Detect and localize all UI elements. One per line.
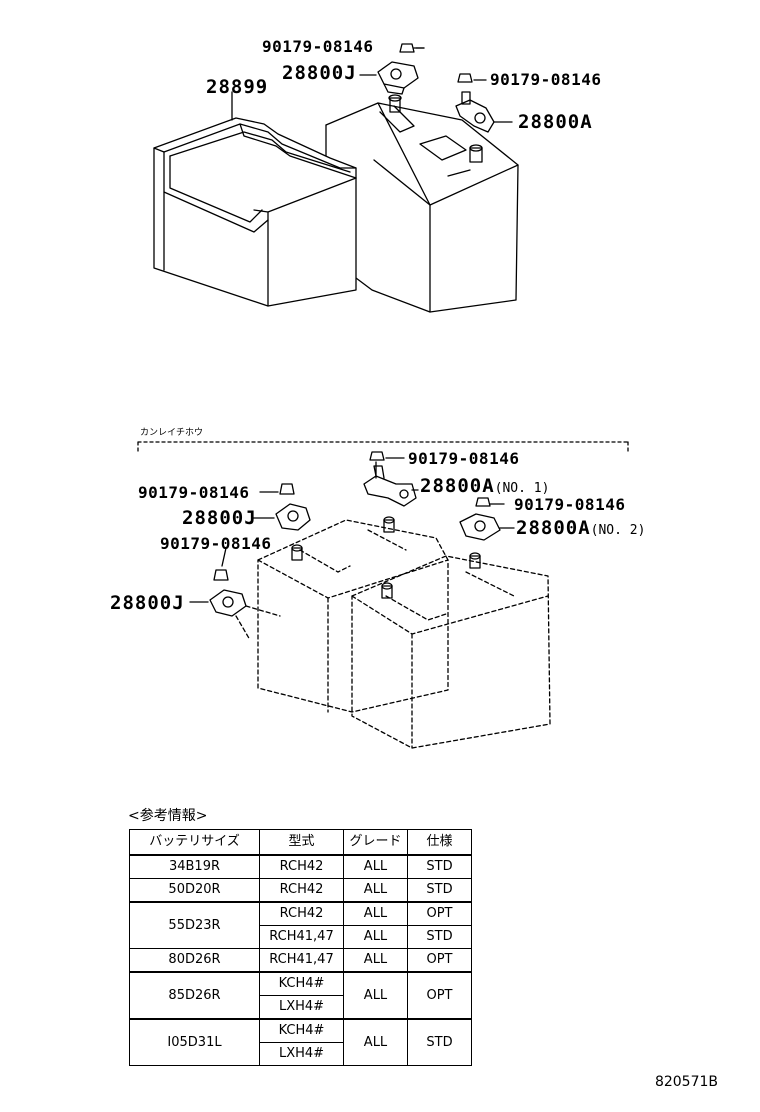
cell-spec: OPT — [407, 971, 472, 1020]
cell-size: 34B19R — [129, 854, 260, 879]
label-cold-nut-right: 90179-08146 — [514, 495, 626, 514]
cold-clamp-a2-number: 28800A — [516, 517, 591, 539]
section-caption-cold-region: カンレイチホウ — [140, 428, 204, 438]
cold-nut-top — [369, 451, 385, 479]
label-cold-clamp-j-lower: 28800J — [110, 592, 185, 614]
label-clamp-28800j-top: 28800J — [282, 62, 357, 84]
cell-grade: ALL — [343, 1018, 408, 1066]
cell-grade: ALL — [343, 901, 408, 926]
cold-clamp-j-lower — [209, 589, 247, 617]
label-clamp-28800a-top: 28800A — [518, 111, 593, 133]
cell-model: KCH4# — [259, 971, 344, 996]
cell-spec: STD — [407, 925, 472, 949]
cell-grade: ALL — [343, 854, 408, 879]
cell-spec: STD — [407, 878, 472, 903]
cell-model: RCH42 — [259, 854, 344, 879]
label-tray-28899: 28899 — [206, 76, 269, 98]
cell-model: RCH42 — [259, 901, 344, 926]
label-cold-nut-top: 90179-08146 — [408, 449, 520, 468]
cell-size: I05D31L — [129, 1018, 260, 1066]
battery-top — [325, 94, 519, 313]
cell-model: RCH41,47 — [259, 948, 344, 973]
cell-spec: OPT — [407, 901, 472, 926]
cell-spec: STD — [407, 854, 472, 879]
battery-tray — [153, 117, 357, 307]
cold-clamp-a1 — [363, 465, 417, 507]
diagram-id: 820571B — [654, 1074, 718, 1090]
label-nut-top-right: 90179-08146 — [490, 70, 602, 89]
cell-spec: OPT — [407, 948, 472, 973]
cell-grade: ALL — [343, 925, 408, 949]
table-row: 55D23R RCH42 ALL OPT — [129, 901, 472, 949]
cold-clamp-a2 — [459, 513, 501, 541]
battery-cold-right — [351, 555, 551, 749]
header-model: 型式 — [259, 829, 344, 856]
cold-clamp-a1-note: (NO. 1) — [494, 481, 550, 496]
header-spec: 仕様 — [407, 829, 472, 856]
cell-grade: ALL — [343, 948, 408, 973]
cold-nut-lower-left — [213, 569, 229, 581]
header-grade: グレード — [343, 829, 408, 856]
cell-model: LXH4# — [259, 995, 344, 1020]
table-row: 85D26R KCH4# ALL OPT — [129, 971, 472, 1020]
table-row: LXH4# — [130, 995, 472, 1020]
cell-spec: STD — [407, 1018, 472, 1066]
label-cold-clamp-a2: 28800A(NO. 2) — [516, 519, 645, 540]
cold-clamp-a1-number: 28800A — [420, 475, 495, 497]
clamp-28800j-top — [377, 43, 419, 95]
cell-model: LXH4# — [259, 1042, 344, 1066]
cold-clamp-a2-note: (NO. 2) — [590, 523, 646, 538]
label-cold-clamp-a1: 28800A(NO. 1) — [420, 477, 549, 498]
table-header-row: バッテリサイズ 型式 グレード 仕様 — [129, 829, 472, 856]
clamp-28800a-top — [455, 73, 495, 133]
cell-model: RCH42 — [259, 878, 344, 903]
cold-nut-right — [475, 497, 491, 507]
table-row: 50D20R RCH42 ALL STD — [129, 878, 472, 903]
cell-grade: ALL — [343, 878, 408, 903]
battery-cold-left — [257, 519, 449, 713]
cell-model: RCH41,47 — [259, 925, 344, 949]
table-row: 80D26R RCH41,47 ALL OPT — [129, 948, 472, 973]
cold-clamp-j-upper — [275, 503, 311, 531]
label-cold-clamp-j-upper: 28800J — [182, 507, 257, 529]
cell-size: 55D23R — [129, 901, 260, 949]
label-cold-nut-left: 90179-08146 — [138, 483, 250, 502]
cold-terminals — [291, 516, 481, 599]
table-row: LXH4# — [130, 1042, 472, 1066]
reference-title: <参考情報> — [128, 808, 208, 824]
cell-grade: ALL — [343, 971, 408, 1020]
table-row: 34B19R RCH42 ALL STD — [129, 854, 472, 879]
header-battery-size: バッテリサイズ — [129, 829, 260, 856]
table-row: RCH41,47 ALL STD — [130, 925, 472, 949]
label-nut-top: 90179-08146 — [262, 37, 374, 56]
cell-size: 50D20R — [129, 878, 260, 903]
cold-nut-left — [279, 483, 295, 495]
reference-table: バッテリサイズ 型式 グレード 仕様 34B19R RCH42 ALL STD … — [129, 829, 472, 1066]
table-row: I05D31L KCH4# ALL STD — [129, 1018, 472, 1066]
cell-model: KCH4# — [259, 1018, 344, 1043]
cell-size: 85D26R — [129, 971, 260, 1020]
label-cold-nut-lower-left: 90179-08146 — [160, 534, 272, 553]
cell-size: 80D26R — [129, 948, 260, 973]
